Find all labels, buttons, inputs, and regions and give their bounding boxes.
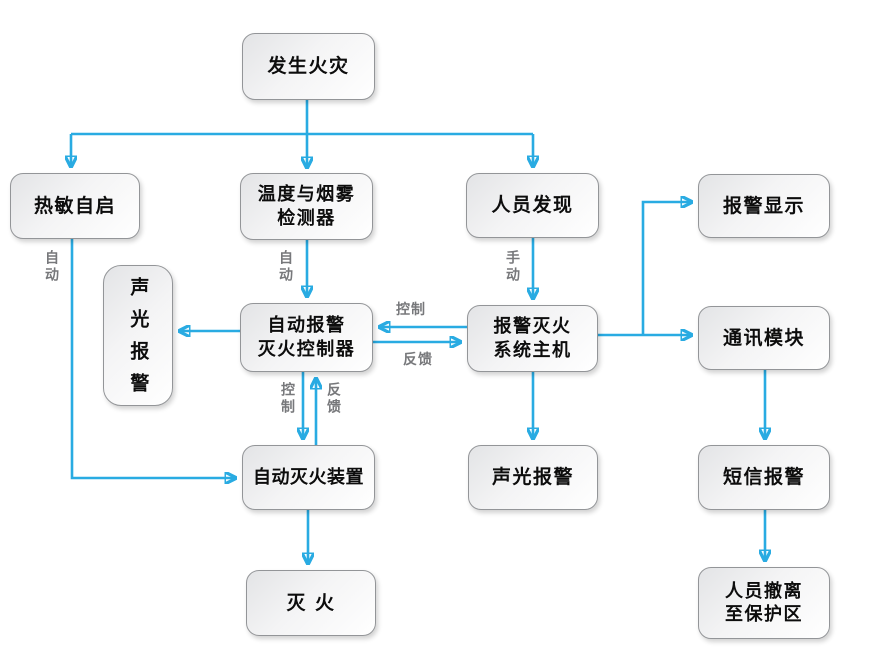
edge-label-control-horizontal: 控制 bbox=[396, 302, 426, 318]
node-label: 灭 火 bbox=[286, 591, 336, 614]
node-label: 人员发现 bbox=[491, 194, 574, 217]
node-auto-alarm-controller: 自动报警 灭火控制器 bbox=[240, 303, 373, 372]
edge-label-control-vertical: 控制 bbox=[279, 382, 295, 416]
node-label-line1: 报警灭火 bbox=[493, 316, 572, 338]
node-alarm-display: 报警显示 bbox=[698, 174, 830, 238]
node-label-line2: 灭火控制器 bbox=[257, 338, 356, 360]
node-label-line1: 人员撤离 bbox=[725, 580, 803, 602]
node-communication-module: 通讯模块 bbox=[698, 306, 830, 370]
node-label-line1: 温度与烟雾 bbox=[257, 184, 356, 206]
edge-label-person-manual: 手动 bbox=[504, 250, 520, 284]
node-sound-light-alarm-left: 声光报警 bbox=[103, 265, 173, 406]
node-label-line2: 系统主机 bbox=[493, 339, 572, 361]
arrow-tee-to-alarmdisplay bbox=[641, 202, 691, 335]
node-label: 热敏自启 bbox=[33, 194, 116, 217]
node-label: 通讯模块 bbox=[722, 326, 805, 349]
node-auto-extinguishing-device: 自动灭火装置 bbox=[242, 445, 375, 510]
node-temp-smoke-detector: 温度与烟雾 检测器 bbox=[240, 173, 373, 240]
edge-label-detector-auto: 自动 bbox=[277, 250, 293, 284]
node-label: 短信报警 bbox=[722, 466, 805, 489]
node-label: 发生火灾 bbox=[267, 55, 350, 78]
edge-label-feedback-horizontal: 反馈 bbox=[403, 352, 433, 368]
node-label: 报警显示 bbox=[722, 194, 805, 217]
arrow-thermal-to-autoextinguisher bbox=[70, 239, 235, 478]
edge-label-feedback-vertical: 反馈 bbox=[325, 382, 341, 416]
node-extinguish-fire: 灭 火 bbox=[246, 570, 376, 636]
node-sound-light-alarm-bottom: 声光报警 bbox=[468, 445, 598, 510]
node-evacuate-to-protected-area: 人员撤离 至保护区 bbox=[698, 567, 830, 639]
node-label: 自动灭火装置 bbox=[253, 466, 364, 488]
node-thermal-self-start: 热敏自启 bbox=[10, 173, 140, 239]
node-label: 声光报警 bbox=[491, 466, 574, 489]
node-label-line2: 检测器 bbox=[277, 207, 336, 229]
node-fire-occurs: 发生火灾 bbox=[242, 33, 375, 100]
node-label: 声光报警 bbox=[127, 276, 150, 405]
edge-label-thermal-auto: 自动 bbox=[43, 250, 59, 284]
node-label-line2: 至保护区 bbox=[725, 604, 803, 625]
node-person-discovery: 人员发现 bbox=[466, 173, 599, 238]
node-label-line1: 自动报警 bbox=[267, 315, 346, 337]
node-sms-alarm: 短信报警 bbox=[698, 445, 830, 510]
node-alarm-extinguish-main-unit: 报警灭火 系统主机 bbox=[467, 305, 598, 372]
